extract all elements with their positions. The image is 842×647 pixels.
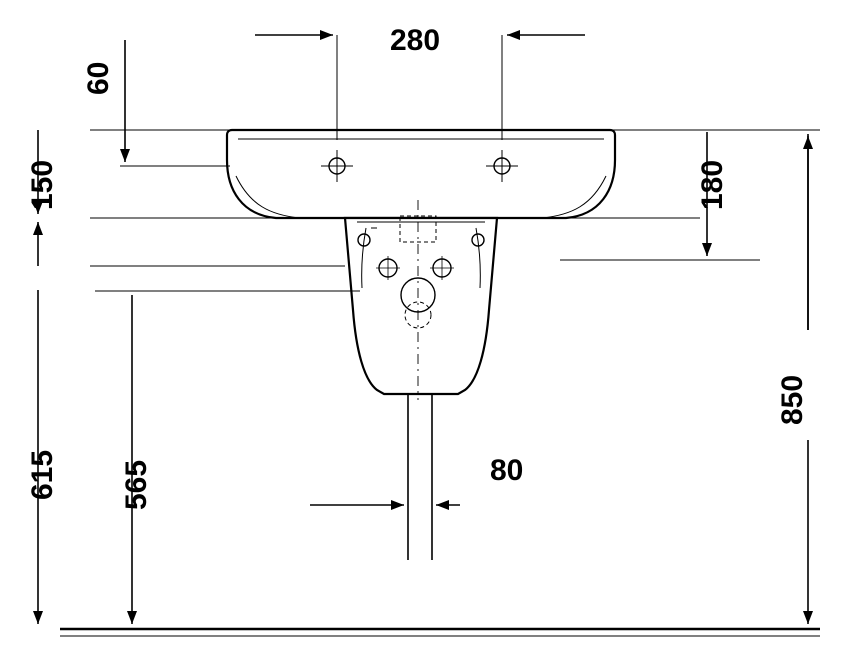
label-280: 280 [390, 24, 440, 57]
label-615: 615 [26, 450, 59, 500]
pedestal-body [343, 216, 499, 396]
waste-outlet-hidden [404, 301, 432, 329]
label-150: 150 [26, 160, 59, 210]
label-850: 850 [776, 375, 809, 425]
extension-lines [90, 35, 820, 560]
fixing-hole-left [357, 233, 371, 247]
label-180: 180 [696, 160, 729, 210]
tap-holes [321, 150, 518, 182]
basin-left-curve [235, 175, 301, 219]
fixing-hole-right [471, 233, 485, 247]
dimension-arrows [33, 30, 820, 624]
label-80: 80 [490, 454, 523, 487]
label-60: 60 [82, 62, 115, 95]
semi-pedestal [343, 216, 499, 396]
basin-right-curve [541, 175, 607, 219]
floor-line [60, 627, 820, 637]
basin-body [225, 128, 617, 220]
dimension-labels: 280 80 60 150 180 615 565 850 [26, 24, 809, 510]
label-565: 565 [120, 460, 153, 510]
washbasin-outline [225, 128, 617, 220]
